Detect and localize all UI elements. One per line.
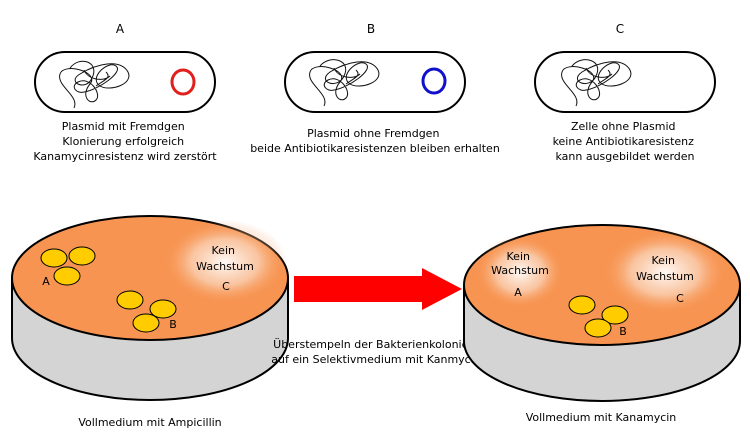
dish-right-group-b-letter: B [619, 325, 627, 338]
dish-left-group-a-letter: A [42, 275, 50, 288]
cell-a-group: A Plasmid mit Fremdgen Klonierung erfolg… [33, 22, 217, 163]
cell-a-caption-2: Klonierung erfolgreich [62, 135, 184, 148]
svg-text:Kein Wachstum: Kein Wachstum [636, 254, 694, 283]
cell-a-caption-3: Kanamycinresistenz wird zerstört [33, 150, 217, 163]
colony-a1 [40, 248, 68, 268]
cell-b-chromosome [309, 59, 380, 107]
dish-right-no-growth-c-line2: Wachstum [636, 270, 694, 283]
cell-a-chromosome [59, 60, 130, 109]
colony-right-b1 [568, 295, 596, 315]
transfer-text-line1: Überstempeln der Bakterienkolonien [273, 338, 475, 351]
dish-right-no-growth-a-line1: Kein [507, 250, 530, 263]
colony-right-b3 [584, 318, 612, 338]
dish-left-group-b-letter: B [169, 318, 177, 331]
dish-right-no-growth-a-letter: A [514, 286, 522, 299]
cell-c-caption-1: Zelle ohne Plasmid [571, 120, 676, 133]
dish-right-no-growth-zone-c [603, 230, 727, 314]
colony-b1 [116, 290, 144, 310]
cell-c-caption-3: kann ausgebildet werden [555, 150, 694, 163]
dish-left-no-growth-line1: Kein [212, 244, 235, 257]
dish-right-no-growth-a-line2: Wachstum [491, 264, 549, 277]
cell-c-letter: C [616, 22, 624, 36]
cell-c-caption-2: keine Antibiotikaresistenz [553, 135, 695, 148]
petri-dish-right: Kein Wachstum A Kein Wachstum C B Vollme… [463, 224, 741, 424]
colony-right-b2 [601, 305, 629, 325]
cell-c-group: C Zelle ohne Plasmid keine Antibiotikare… [534, 22, 716, 163]
cell-b-letter: B [367, 22, 375, 36]
petri-dish-left: Kein Wachstum C A B Vollmedium mit Ampic… [11, 215, 289, 429]
colony-a2 [68, 246, 96, 266]
cell-b-body [284, 51, 466, 113]
colony-b3 [132, 313, 160, 333]
transfer-arrow-icon [294, 268, 462, 310]
dish-right-no-growth-c-letter: C [676, 292, 684, 305]
dish-left-caption: Vollmedium mit Ampicillin [78, 416, 221, 429]
dish-left-no-growth-zone [163, 220, 287, 304]
dish-left-no-growth-line2: Wachstum [196, 260, 254, 273]
cell-b-caption-1: Plasmid ohne Fremdgen [307, 127, 439, 140]
dish-right-no-growth-c-line1: Kein [652, 254, 675, 267]
dish-left-no-growth-letter: C [222, 280, 230, 293]
cell-b-plasmid [421, 67, 447, 95]
svg-text:Kein Wachstum: Kein Wachstum [491, 250, 549, 277]
cell-c-chromosome [561, 59, 632, 107]
cell-a-letter: A [116, 22, 125, 36]
transfer-arrow-group: Überstempeln der Bakterienkolonien auf e… [271, 268, 481, 366]
svg-text:Überstempeln der Bakterienkolo: Überstempeln der Bakterienkolonien auf e… [271, 338, 481, 366]
dish-right-caption: Vollmedium mit Kanamycin [526, 411, 677, 424]
cell-a-body [34, 51, 216, 113]
dish-right-no-growth-zone-a [476, 236, 564, 308]
transfer-text-line2: auf ein Selektivmedium mit Kanmycin [271, 353, 481, 366]
svg-text:Kein Wachstum: Kein Wachstum [196, 244, 254, 273]
cell-b-group: B Plasmid ohne Fremdgen beide Antibiotik… [250, 22, 500, 155]
svg-text:Zelle ohne Plasmid keine: Zelle ohne Plasmid keine Antibiotikaresi… [553, 120, 698, 163]
cell-a-caption-1: Plasmid mit Fremdgen [62, 120, 185, 133]
cell-a-plasmid [170, 68, 196, 96]
svg-text:Plasmid ohne Fremdgen be: Plasmid ohne Fremdgen beide Antibiotikar… [250, 127, 500, 155]
cell-b-caption-2: beide Antibiotikaresistenzen bleiben erh… [250, 142, 500, 155]
colony-a3 [53, 266, 81, 286]
colony-b2 [149, 299, 177, 319]
svg-text:Plasmid mit Fremdgen Klo: Plasmid mit Fremdgen Klonierung erfolgre… [33, 120, 217, 163]
